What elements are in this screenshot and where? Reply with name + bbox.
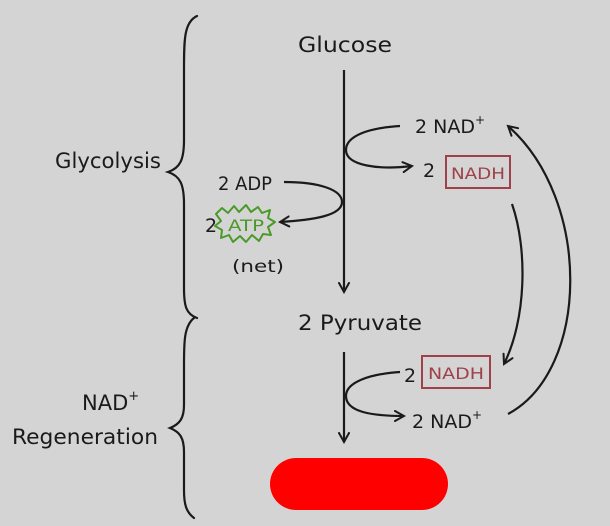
nadh-bottom-label: NADH [428,364,484,383]
glycolysis-label: Glycolysis [55,149,161,173]
nad-recycle-arrow [508,126,572,415]
nad-regeneration-label-nad: NAD+ [82,389,139,415]
adp-to-atp-arrow [280,180,344,222]
nadh-to-nad-arrow [344,370,404,416]
nadh-top-count: 2 [423,160,435,182]
nadh-bottom-count: 2 [404,365,416,387]
nad-regeneration-brace [167,316,196,520]
redacted-product [270,458,448,510]
nad-regeneration-label-regeneration: Regeneration [12,425,158,449]
glycolysis-brace [164,14,199,320]
atp-label: ATP [228,216,264,235]
nad-to-nadh-arrow [344,124,412,167]
nad-top-label: 2 NAD+ [415,113,485,138]
glucose-label: Glucose [298,33,392,57]
atp-burst [214,204,276,243]
adp-label: 2 ADP [218,173,272,195]
atp-count: 2 [205,215,217,237]
nadh-top-label: NADH [451,164,505,183]
nad-bottom-label: 2 NAD+ [412,408,482,433]
nadh-bottom-box [421,355,491,389]
nadh-transfer-arrow [504,203,524,364]
pyruvate-label: 2 Pyruvate [298,311,422,335]
net-label: (net) [232,257,284,277]
nadh-top-box [445,155,511,189]
